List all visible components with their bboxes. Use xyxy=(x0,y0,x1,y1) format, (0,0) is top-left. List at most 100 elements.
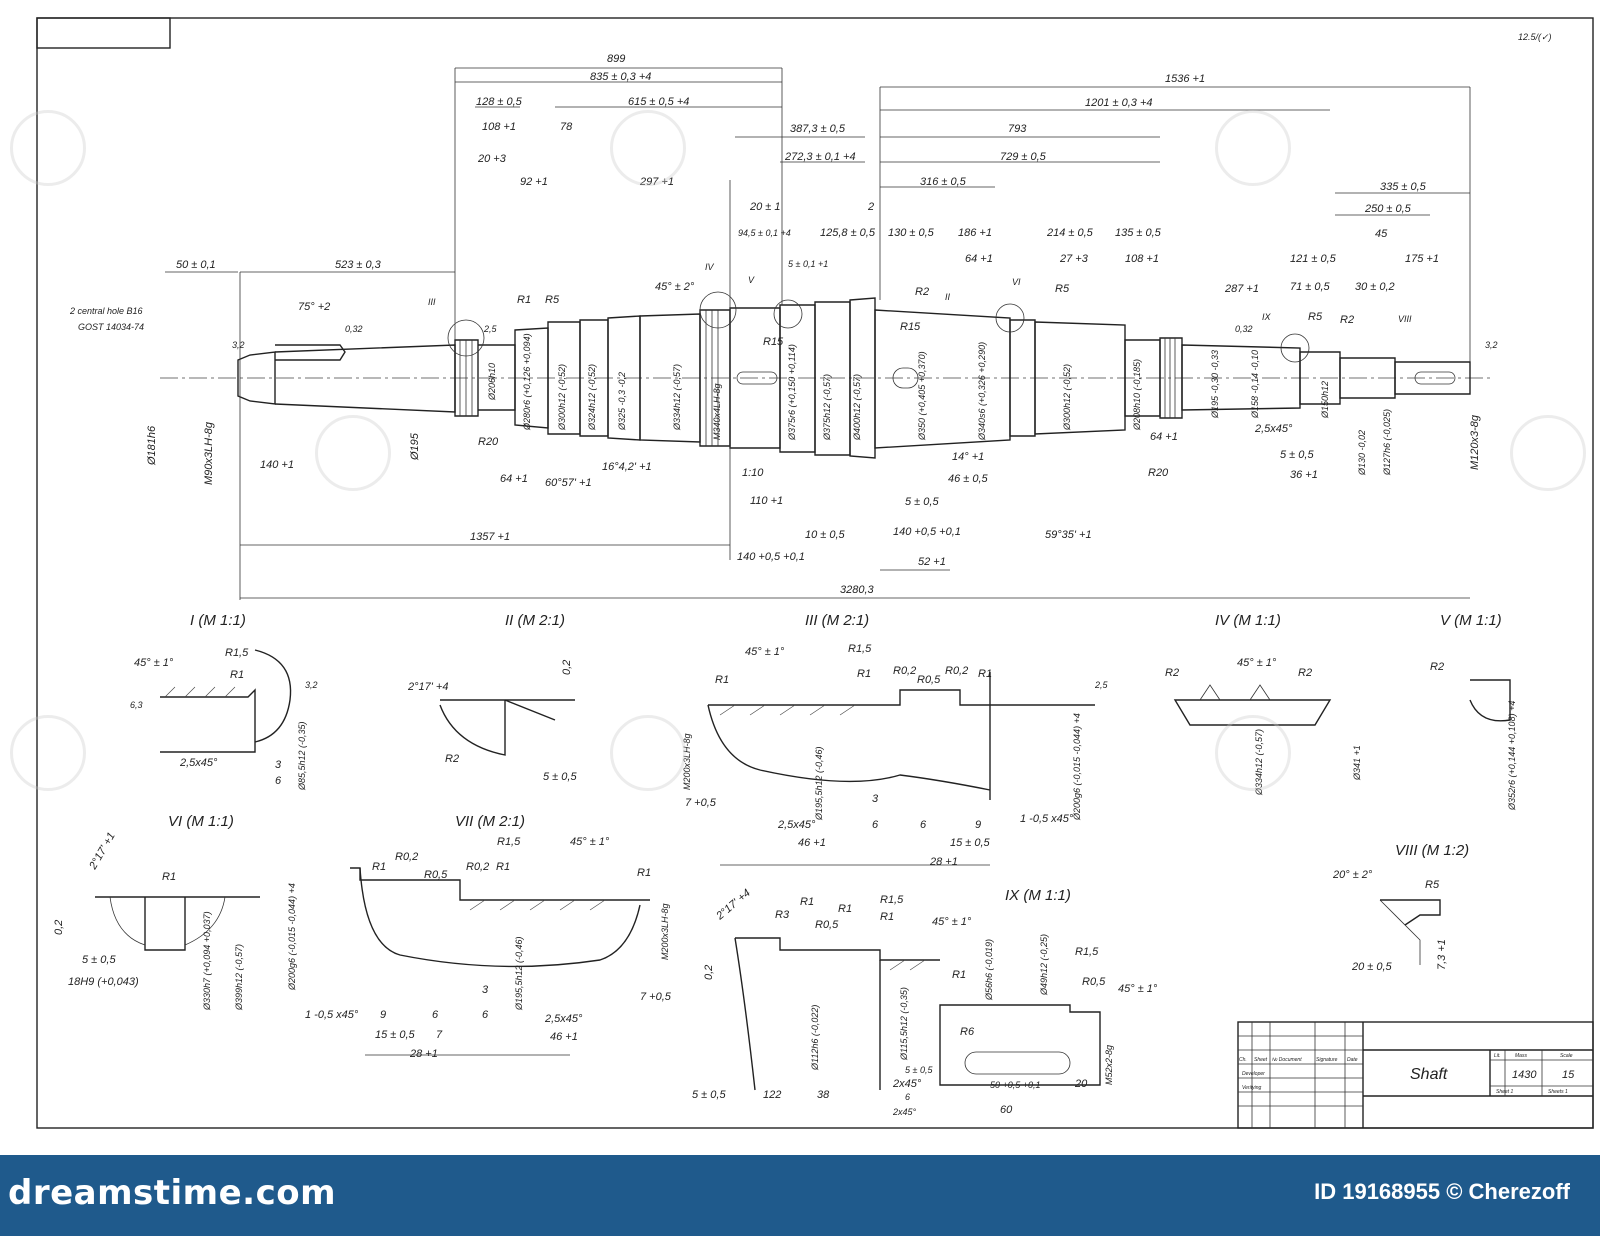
dia-350: Ø350 (+0,405 +0,370) xyxy=(917,351,927,441)
detail-III-title: III (M 2:1) xyxy=(805,612,869,629)
detail-III-r05: R0,5 xyxy=(917,674,941,686)
footer-credit: ID 19168955 © Cherezoff xyxy=(1314,1179,1570,1204)
dim-27: 27 +3 xyxy=(1059,253,1089,265)
footer-brand[interactable]: dreamstime.com xyxy=(8,1173,337,1213)
detail-I-dia: Ø85,5h12 (-0,35) xyxy=(297,721,307,791)
detail-VII-15: 15 ± 0,5 xyxy=(375,1029,416,1041)
detail-II-angle: 2°17' +4 xyxy=(407,681,448,693)
detail-VI-dia1: Ø330h7 (+0,094 +0,037) xyxy=(202,911,212,1011)
detail-circle-III xyxy=(447,319,485,357)
roughness-a: 3,2 xyxy=(232,340,245,350)
dim-71: 71 ± 0,5 xyxy=(1290,281,1331,293)
dim-250: 250 ± 0,5 xyxy=(1364,203,1412,215)
left-taper-section xyxy=(275,344,346,361)
shaft-segment-16 xyxy=(1034,321,1126,435)
dia-324h12: Ø324h12 (-0,52) xyxy=(587,364,597,431)
detail-III-9: 9 xyxy=(975,819,981,831)
roughness-corner-mark: 12.5/(✓) xyxy=(1518,32,1552,42)
dim-214: 214 ± 0,5 xyxy=(1046,227,1094,239)
center-hole-note-2: GOST 14034-74 xyxy=(78,322,144,332)
main-dimension-lines xyxy=(165,67,1471,600)
dia-m90: M90x3LH-8g xyxy=(203,421,215,485)
detail-IX-5a: 5 ± 0,5 xyxy=(905,1065,933,1075)
tb-mass: 1430 xyxy=(1512,1069,1537,1081)
detail-I-rough2: 3,2 xyxy=(305,680,318,690)
detail-circle-IV xyxy=(699,291,737,329)
detail-I-angle: 45° ± 1° xyxy=(134,657,174,669)
dim-615: 615 ± 0,5 +4 xyxy=(628,96,689,108)
dim-50: 50 ± 0,1 xyxy=(176,259,216,271)
watermark-mark xyxy=(1510,415,1586,491)
detail-VII-chamfer2: 2,5x45° xyxy=(544,1013,583,1025)
detail-circle-IX xyxy=(1280,333,1310,363)
detail-II: II (M 2:1) 2°17' +4 0,2 R2 5 ± 0,5 xyxy=(407,612,577,783)
dia-m120: M120x3-8g xyxy=(1469,414,1481,470)
detail-IX-r15b: R1,5 xyxy=(1075,946,1099,958)
dim-140-left: 140 +1 xyxy=(260,459,294,471)
keyway-slot-3 xyxy=(1414,371,1456,385)
detail-IX-dia4: Ø49h12 (-0,25) xyxy=(1039,934,1049,996)
tb-mass-label: Mass xyxy=(1515,1053,1527,1059)
dia-181h6: Ø181h6 xyxy=(146,425,158,466)
watermark-mark xyxy=(610,110,686,186)
detail-IV-r2b: R2 xyxy=(1298,667,1312,679)
tb-col-doc: № Document xyxy=(1272,1057,1302,1063)
radius-r2-b: R2 xyxy=(1340,314,1354,326)
dim-130: 130 ± 0,5 xyxy=(888,227,935,239)
detail-VII-7: 7 +0,5 xyxy=(640,991,672,1003)
detail-IX-angle3: 45° ± 1° xyxy=(1118,983,1158,995)
detail-IX-r1c: R1 xyxy=(880,911,894,923)
detail-IX-r6: R6 xyxy=(960,1026,975,1038)
detail-IX-02: 0,2 xyxy=(703,965,715,980)
detail-I-r15: R1,5 xyxy=(225,647,249,659)
detail-III-r1b: R1 xyxy=(857,668,871,680)
watermark-mark xyxy=(1215,110,1291,186)
detail-II-5: 5 ± 0,5 xyxy=(543,771,577,783)
dim-14deg: 14° +1 xyxy=(952,451,984,463)
radius-r5-b: R5 xyxy=(1055,283,1070,295)
detail-III-chamfer2: 1 -0,5 x45° xyxy=(1020,813,1074,825)
detail-I-3: 3 xyxy=(275,759,282,771)
detail-VI-title: VI (M 1:1) xyxy=(168,813,234,830)
dim-287: 287 +1 xyxy=(1224,283,1259,295)
detail-III: III (M 2:1) 45° ± 1° R1,5 R1 R1 R0,2 R0,… xyxy=(682,612,1109,868)
detail-III-r15: R1,5 xyxy=(848,643,872,655)
detail-VI-r1: R1 xyxy=(162,871,176,883)
detail-III-46: 46 +1 xyxy=(798,837,826,849)
detail-VII-6a: 6 xyxy=(432,1009,439,1021)
roughness-d: 0,32 xyxy=(1235,324,1253,334)
detail-VI-angle: 2°17' +1 xyxy=(87,830,118,872)
footer-bar: dreamstime.com ID 19168955 © Cherezoff xyxy=(0,1155,1600,1236)
detail-VIII: VIII (M 1:2) 20° ± 2° R5 7,3 +1 20 ± 0,5 xyxy=(1332,842,1469,973)
dim-5-0-1: 5 ± 0,1 +1 xyxy=(788,259,828,269)
detail-VII-r02a: R0,2 xyxy=(395,851,418,863)
dim-78: 78 xyxy=(560,121,573,133)
detail-IX-50: 50 +0,5 +0,1 xyxy=(990,1080,1041,1090)
marker-VIII: VIII xyxy=(1398,314,1412,324)
detail-VII-dia2: Ø195,5h12 (-0,46) xyxy=(514,936,524,1011)
dia-m340: M340x4LH-8g xyxy=(712,383,722,440)
dim-64: 64 +1 xyxy=(965,253,993,265)
dim-1201: 1201 ± 0,3 +4 xyxy=(1085,97,1153,109)
shaft-segment-19 xyxy=(1181,344,1301,411)
radius-r1-a: R1 xyxy=(517,294,531,306)
detail-II-02: 0,2 xyxy=(561,660,573,675)
detail-IX-5b: 5 ± 0,5 xyxy=(692,1089,726,1101)
watermark-mark xyxy=(10,110,86,186)
detail-I-chamfer: 2,5x45° xyxy=(179,757,218,769)
detail-IX-dia2: Ø115,5h12 (-0,35) xyxy=(899,987,909,1061)
detail-VI-02: 0,2 xyxy=(53,920,65,935)
detail-VII-title: VII (M 2:1) xyxy=(455,813,525,830)
detail-VII-chamfer: 1 -0,5 x45° xyxy=(305,1009,359,1021)
dim-60deg: 60°57' +1 xyxy=(545,477,592,489)
detail-III-7: 7 +0,5 xyxy=(685,797,717,809)
tb-col-date: Date xyxy=(1347,1057,1358,1063)
detail-VII-r1c: R1 xyxy=(637,867,651,879)
dim-387-3: 387,3 ± 0,5 xyxy=(790,123,846,135)
detail-III-rough: 2,5 xyxy=(1094,680,1109,690)
detail-III-chamfer: 2,5x45° xyxy=(777,819,816,831)
detail-III-r02b: R0,2 xyxy=(945,665,968,677)
roughness-e: 3,2 xyxy=(1485,340,1498,350)
detail-VII: VII (M 2:1) R1 R0,2 R0,5 R0,2 R1 R1,5 45… xyxy=(287,813,672,1060)
title-block: Ch. Sheet № Document Signature Date Deve… xyxy=(1237,1021,1594,1129)
